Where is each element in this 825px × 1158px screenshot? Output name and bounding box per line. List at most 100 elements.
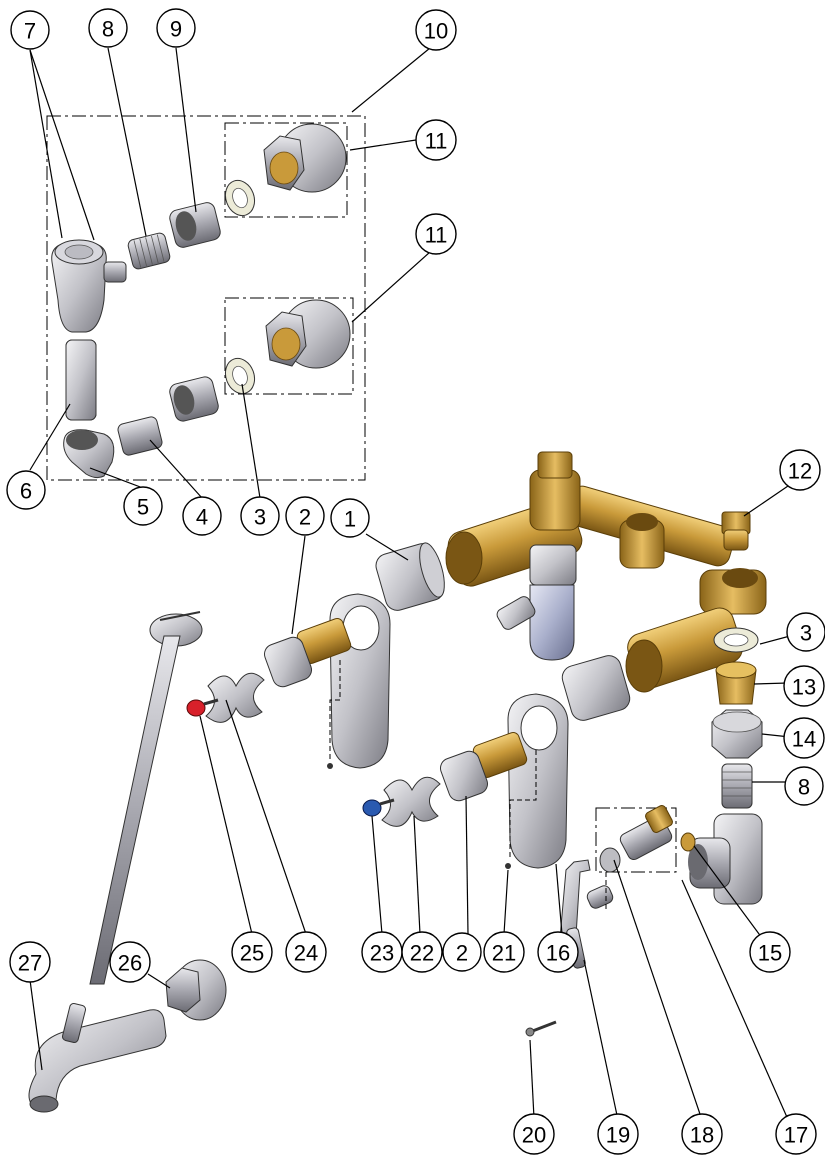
svg-text:10: 10 (424, 19, 448, 44)
washer-part-3-upper (224, 179, 256, 217)
callout-21: 21 (483, 931, 525, 973)
plug-part-12 (721, 511, 751, 551)
centerline-upper (329, 660, 341, 760)
svg-text:19: 19 (606, 1123, 630, 1148)
red-index-button-part-25 (186, 698, 219, 717)
callout-12: 12 (779, 449, 821, 491)
callout-11-upper: 11 (415, 119, 457, 161)
svg-text:15: 15 (758, 941, 782, 966)
washer-part-3-lower (224, 357, 256, 395)
washer-part-15 (680, 832, 696, 852)
svg-text:5: 5 (137, 495, 149, 520)
flange-nut-part-11-lower (265, 299, 351, 369)
svg-text:8: 8 (102, 17, 114, 42)
cap-part-18 (599, 847, 621, 873)
callout-16: 16 (537, 931, 579, 973)
callout-11-lower: 11 (415, 213, 457, 255)
assembly-box-10 (46, 115, 366, 481)
svg-text:22: 22 (410, 941, 434, 966)
screw-part-20 (525, 1020, 557, 1037)
callout-9: 9 (156, 8, 196, 48)
sleeve-part-lower (561, 655, 631, 721)
callout-10: 10 (415, 9, 457, 51)
svg-text:4: 4 (196, 505, 208, 530)
callout-5: 5 (123, 486, 163, 526)
washer-part-3-right (713, 627, 759, 653)
svg-text:1: 1 (344, 507, 356, 532)
callout-22: 22 (401, 931, 443, 973)
svg-text:9: 9 (170, 17, 182, 42)
svg-text:17: 17 (784, 1123, 808, 1148)
callout-4: 4 (182, 496, 222, 536)
callout-2-upper: 2 (285, 496, 325, 536)
centerline-lower (509, 750, 537, 860)
svg-text:2: 2 (456, 941, 468, 966)
svg-text:8: 8 (798, 775, 810, 800)
callout-24: 24 (285, 931, 327, 973)
cartridge-part-13 (715, 661, 757, 705)
callout-6: 6 (6, 470, 46, 510)
flange-nut-part-11-upper (263, 123, 347, 193)
riser-pipe (89, 635, 181, 985)
handle-part-22 (381, 776, 441, 827)
tee-fitting (688, 813, 763, 905)
svg-text:21: 21 (492, 941, 516, 966)
set-screw-part-21 (505, 863, 511, 869)
pipe-nipple-part-6 (65, 339, 97, 421)
coupling-part-lower (169, 376, 219, 422)
svg-text:26: 26 (118, 951, 142, 976)
callout-1: 1 (330, 498, 370, 538)
leader-lines (29, 47, 791, 1125)
nut-part-14 (711, 709, 763, 759)
stem-part-2-upper (263, 618, 352, 688)
svg-text:18: 18 (690, 1123, 714, 1148)
escutcheon-part-16 (507, 693, 569, 869)
spout-part-27 (28, 1002, 167, 1113)
svg-text:25: 25 (240, 941, 264, 966)
callout-27: 27 (9, 941, 51, 983)
callout-14: 14 (783, 717, 825, 759)
svg-text:6: 6 (20, 479, 32, 504)
callout-13: 13 (783, 665, 825, 707)
assembly-box-11-upper (224, 122, 348, 218)
nipple-part-8-right (721, 763, 753, 809)
svg-text:7: 7 (24, 19, 36, 44)
callout-23: 23 (361, 931, 403, 973)
coupling-part-9 (169, 202, 221, 248)
valve-part-17 (619, 805, 673, 861)
svg-text:3: 3 (254, 505, 266, 530)
flange-part-26 (165, 959, 227, 1021)
svg-text:11: 11 (425, 129, 448, 154)
handle-part-24 (205, 672, 265, 723)
svg-text:16: 16 (546, 941, 570, 966)
stem-part-2-lower (439, 732, 528, 802)
svg-text:2: 2 (299, 505, 311, 530)
brass-manifold-body (445, 451, 767, 693)
callout-7: 7 (10, 10, 50, 50)
sleeve-part-1 (375, 542, 445, 611)
callout-19: 19 (597, 1113, 639, 1155)
riser-wall-flange (149, 611, 203, 647)
callout-3-right: 3 (786, 612, 825, 652)
svg-text:27: 27 (18, 951, 42, 976)
nipple-part-8-upper (127, 232, 171, 270)
assembly-box-11-lower (224, 297, 354, 395)
callout-15: 15 (749, 931, 791, 973)
svg-text:20: 20 (522, 1123, 546, 1148)
svg-text:3: 3 (800, 621, 812, 646)
set-screw-upper (327, 763, 333, 769)
svg-text:24: 24 (294, 941, 318, 966)
callout-17: 17 (775, 1113, 817, 1155)
svg-text:14: 14 (792, 727, 816, 752)
callout-26: 26 (109, 941, 151, 983)
blue-index-button-part-23 (362, 798, 395, 817)
svg-text:11: 11 (425, 223, 448, 248)
nipple-part-4 (117, 416, 163, 456)
svg-text:23: 23 (370, 941, 394, 966)
callout-25: 25 (231, 931, 273, 973)
svg-text:12: 12 (788, 459, 812, 484)
elbow-part-5 (63, 429, 115, 479)
vacuum-breaker-part-7 (51, 239, 127, 333)
